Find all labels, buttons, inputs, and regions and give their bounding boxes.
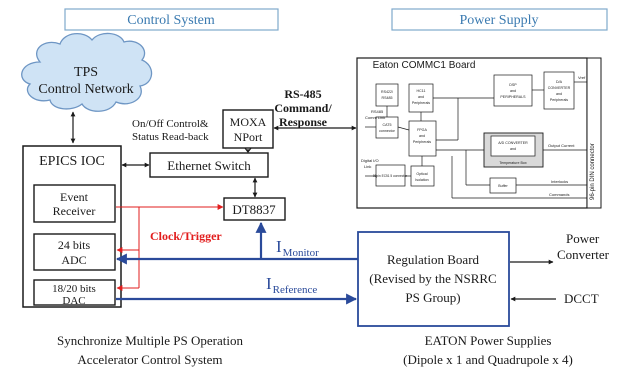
dt8837-label: DT8837: [232, 202, 276, 217]
cat5-line-2: connector: [379, 129, 396, 133]
fpga-line-1: FPGA: [417, 128, 427, 132]
buffer-label: Buffer: [498, 184, 508, 188]
control-system-title: Control System: [127, 13, 215, 28]
rs485-comm-line-1: RS485: [371, 109, 384, 114]
rs485-line-1: RS-485: [284, 87, 321, 101]
control-caption-line-2: Accelerator Control System: [77, 352, 222, 367]
dac-line-2: DAC: [62, 295, 85, 307]
clock-trigger-lines: [116, 204, 224, 291]
adc-line-1: 24 bits: [58, 238, 91, 252]
regulation-line-2: (Revised by the NSRRC: [369, 271, 496, 286]
clock-trigger-label: Clock/Trigger: [150, 229, 222, 243]
rs422-line-1: RS422/: [381, 90, 393, 94]
adc-box: 24 bits ADC: [33, 233, 116, 271]
i-monitor-main: I: [276, 237, 282, 256]
rs485-line-2: Command/: [274, 101, 332, 115]
ad-line-2: and: [510, 147, 516, 151]
tps-line-2: Control Network: [38, 82, 133, 97]
eaton-board-title: Eaton COMMC1 Board: [373, 60, 476, 71]
output-current-label: Output Current: [548, 143, 575, 148]
i-reference-main: I: [266, 274, 272, 293]
rs485-line-3: Response: [279, 115, 328, 129]
hc11-line-1: HC11: [417, 89, 426, 93]
moxa-line-2: NPort: [234, 130, 263, 144]
i-reference-label: IReference: [266, 274, 317, 296]
i-monitor-path: [115, 221, 358, 265]
commands-label: Commands: [549, 192, 569, 197]
ad-line-1: A/D CONVERTER: [498, 141, 528, 145]
optical-line-1: Optical: [416, 172, 427, 176]
regulation-line-3: PS Group): [405, 290, 460, 305]
dac-box: 18/20 bits DAC: [33, 279, 116, 307]
dcct-label: DCCT: [564, 291, 599, 306]
epics-ioc-label: EPICS IOC: [39, 154, 105, 169]
power-supply-header: Power Supply: [391, 8, 608, 31]
digital-io-line-1: Digital I/O: [361, 158, 379, 163]
vref-label: Vref: [578, 75, 586, 80]
digital-io-line-2: Link: [364, 164, 371, 169]
i-monitor-sub: Monitor: [283, 247, 319, 259]
cat5-line-1: CAT5: [383, 123, 392, 127]
ethernet-switch-box: Ethernet Switch: [149, 152, 269, 178]
i-reference-sub: Reference: [273, 284, 318, 296]
rs422-line-2: RS485: [382, 96, 393, 100]
power-caption-line-1: EATON Power Supplies: [425, 333, 552, 348]
din-connector-label: 96-pin DIN connector: [590, 143, 596, 200]
control-system-header: Control System: [64, 8, 279, 31]
tps-line-1: TPS: [74, 65, 98, 80]
hc11-line-2: and: [418, 95, 424, 99]
dconn-label: 98pin EC51 5 connector: [373, 174, 408, 178]
eaton-board: Eaton COMMC1 Board 96-pin DIN connector …: [356, 57, 602, 209]
onoff-line-2: Status Read-back: [132, 131, 209, 143]
da-line-1: D/A: [556, 80, 563, 84]
fpga-line-2: and: [419, 134, 425, 138]
tps-network-cloud: TPS Control Network: [21, 32, 153, 112]
dsp-line-3: PERIPHERALS: [500, 95, 526, 99]
dac-line-1: 18/20 bits: [52, 283, 96, 295]
regulation-board-box: Regulation Board (Revised by the NSRRC P…: [357, 231, 510, 327]
dsp-line-2: and: [510, 89, 516, 93]
da-line-2: CONVERTER: [548, 86, 571, 90]
ethernet-switch-label: Ethernet Switch: [167, 158, 251, 173]
power-converter-line-1: Power: [566, 231, 600, 246]
adc-line-2: ADC: [61, 253, 86, 267]
onoff-line-1: On/Off Control&: [132, 118, 209, 130]
interlocks-label: Interlocks: [551, 179, 568, 184]
i-monitor-label: IMonitor: [276, 237, 319, 259]
dsp-line-1: DSP: [509, 83, 517, 87]
power-converter-line-2: Converter: [557, 247, 610, 262]
optical-line-2: Isolation: [415, 178, 428, 182]
regulation-line-1: Regulation Board: [387, 252, 480, 267]
event-receiver-line-1: Event: [60, 190, 89, 204]
da-line-3: and: [556, 92, 562, 96]
moxa-line-1: MOXA: [230, 115, 267, 129]
fpga-line-3: Peripherals: [413, 140, 431, 144]
temp-box-label: Temperature Box: [499, 161, 527, 165]
event-receiver-box: Event Receiver: [33, 184, 116, 223]
power-caption-line-2: (Dipole x 1 and Quadrupole x 4): [403, 352, 573, 367]
rs485-comm-line-2: Comm Link: [365, 115, 385, 120]
event-receiver-line-2: Receiver: [53, 204, 96, 218]
hc11-line-3: Peripherals: [412, 101, 430, 105]
da-line-4: Peripherals: [550, 98, 568, 102]
moxa-nport-box: MOXA NPort: [222, 109, 274, 149]
dt8837-box: DT8837: [223, 197, 286, 221]
power-supply-title: Power Supply: [460, 13, 539, 28]
control-caption-line-1: Synchronize Multiple PS Operation: [57, 333, 243, 348]
